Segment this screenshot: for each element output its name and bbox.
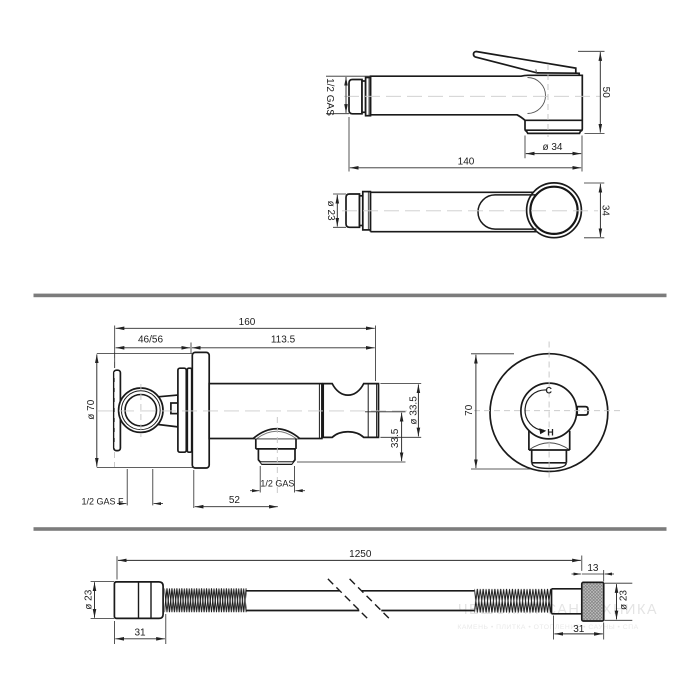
svg-text:50: 50 bbox=[600, 87, 611, 99]
svg-text:140: 140 bbox=[458, 156, 475, 167]
svg-text:33.5: 33.5 bbox=[390, 428, 401, 448]
svg-text:ø 23: ø 23 bbox=[325, 201, 336, 221]
svg-text:C: C bbox=[545, 386, 552, 396]
svg-text:34: 34 bbox=[600, 205, 611, 217]
svg-text:1250: 1250 bbox=[349, 549, 372, 560]
svg-text:31: 31 bbox=[573, 624, 585, 635]
svg-text:13: 13 bbox=[587, 563, 599, 574]
svg-text:113.5: 113.5 bbox=[271, 335, 296, 346]
svg-text:1/2 GAS F: 1/2 GAS F bbox=[81, 496, 124, 506]
svg-text:46/56: 46/56 bbox=[138, 335, 163, 346]
svg-text:ø 70: ø 70 bbox=[86, 399, 97, 419]
svg-text:31: 31 bbox=[134, 628, 146, 639]
svg-text:ø 23: ø 23 bbox=[618, 590, 629, 610]
svg-text:70: 70 bbox=[464, 404, 475, 416]
svg-text:H: H bbox=[547, 427, 554, 437]
svg-text:ø 33.5: ø 33.5 bbox=[409, 396, 420, 425]
svg-text:160: 160 bbox=[239, 317, 256, 328]
svg-text:ø 34: ø 34 bbox=[542, 142, 562, 153]
svg-text:1/2 GAS: 1/2 GAS bbox=[324, 78, 335, 116]
svg-text:52: 52 bbox=[229, 495, 241, 506]
svg-text:КАМЕНЬ • ПЛИТКА • ОТОПЛЕНИЕ •: КАМЕНЬ • ПЛИТКА • ОТОПЛЕНИЕ • САУНЫ • СП… bbox=[457, 624, 638, 631]
svg-text:ø 23: ø 23 bbox=[84, 589, 95, 609]
svg-text:1/2 GAS: 1/2 GAS bbox=[260, 478, 294, 488]
